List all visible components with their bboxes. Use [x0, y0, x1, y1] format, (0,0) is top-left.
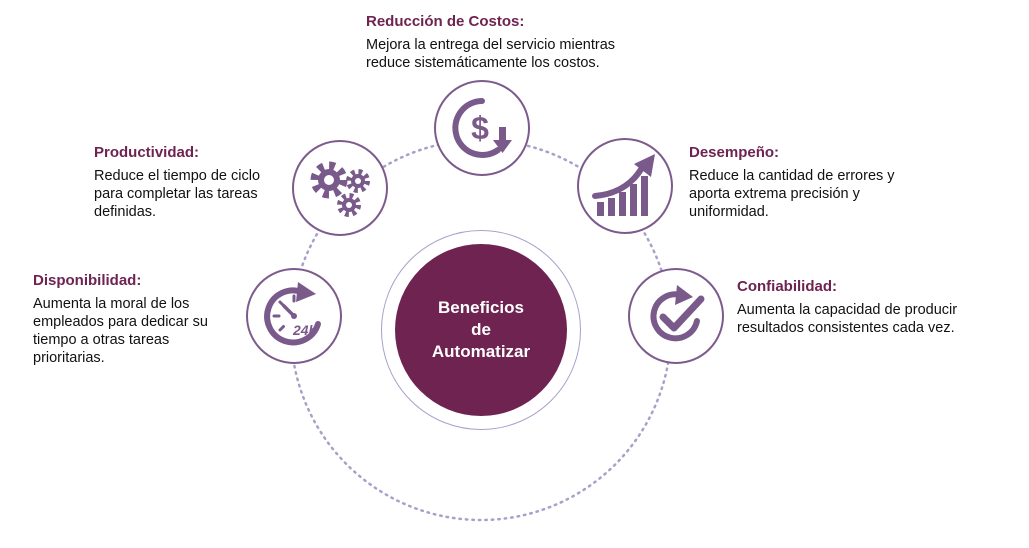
- desc-cost-reduction-line-2: reduce sistemáticamente los costos.: [366, 55, 600, 71]
- center-core: Beneficios de Automatizar: [395, 244, 567, 416]
- check-refresh-icon: [650, 285, 705, 342]
- desc-reliability-line-2: resultados consistentes cada vez.: [737, 320, 955, 336]
- gears-icon: [310, 161, 370, 217]
- desc-productivity-line-2: para completar las tareas: [94, 186, 258, 202]
- center-title-line-1: Beneficios: [438, 298, 524, 317]
- title-cost-reduction: Reducción de Costos:: [366, 13, 525, 30]
- desc-productivity-line-1: Reduce el tiempo de ciclo: [94, 168, 261, 184]
- desc-availability-line-4: prioritarias.: [33, 350, 105, 366]
- desc-performance-line-3: uniformidad.: [689, 204, 769, 220]
- dollar-down-icon: $: [452, 98, 512, 158]
- clock-label: 24h: [292, 322, 317, 338]
- title-availability: Disponibilidad:: [33, 272, 142, 289]
- label-cost-reduction: Reducción de Costos: Mejora la entrega d…: [366, 13, 615, 72]
- node-reliability: [628, 268, 724, 364]
- clock-24h-icon: 24h: [264, 282, 321, 346]
- desc-performance-line-2: aporta extrema precisión y: [689, 186, 860, 202]
- label-reliability: Confiabilidad: Aumenta la capacidad de p…: [737, 278, 957, 337]
- center-title-line-3: Automatizar: [431, 342, 531, 361]
- svg-text:$: $: [471, 110, 489, 146]
- title-performance: Desempeño:: [689, 144, 780, 161]
- desc-availability-line-3: tiempo a otras tareas: [33, 332, 170, 348]
- desc-availability-line-2: empleados para dedicar su: [33, 314, 208, 330]
- label-availability: Disponibilidad: Aumenta la moral de los …: [33, 272, 208, 367]
- node-cost-reduction: $: [434, 80, 530, 176]
- desc-productivity-line-3: definidas.: [94, 204, 157, 220]
- label-performance: Desempeño: Reduce la cantidad de errores…: [689, 144, 895, 221]
- growth-chart-icon: [592, 154, 655, 216]
- desc-performance-line-1: Reduce la cantidad de errores y: [689, 168, 895, 184]
- desc-reliability-line-1: Aumenta la capacidad de producir: [737, 302, 958, 318]
- title-reliability: Confiabilidad:: [737, 278, 837, 295]
- center-title-line-2: de: [471, 320, 491, 339]
- node-productivity: [292, 140, 388, 236]
- desc-availability-line-1: Aumenta la moral de los: [33, 296, 190, 312]
- node-availability: 24h: [246, 268, 342, 364]
- desc-cost-reduction-line-1: Mejora la entrega del servicio mientras: [366, 37, 616, 53]
- title-productivity: Productividad:: [94, 144, 200, 161]
- center-circle: Beneficios de Automatizar: [381, 230, 581, 430]
- node-performance: [577, 138, 673, 234]
- label-productivity: Productividad: Reduce el tiempo de ciclo…: [94, 144, 260, 221]
